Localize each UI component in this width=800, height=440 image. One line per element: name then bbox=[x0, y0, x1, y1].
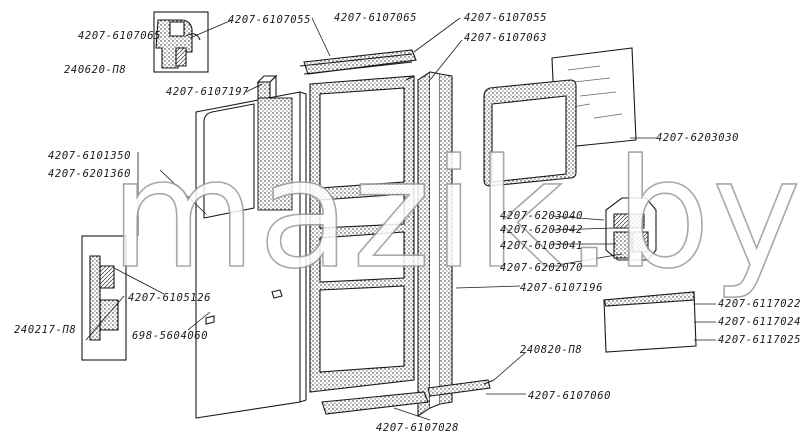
label-240217-p8: 240217-П8 bbox=[14, 324, 77, 336]
label-4207-6105126: 4207-6105126 bbox=[128, 292, 212, 304]
bottom-profile-part bbox=[321, 379, 495, 415]
label-240820-p8: 240820-П8 bbox=[520, 344, 583, 356]
label-4207-6107063: 4207-6107063 bbox=[464, 32, 548, 44]
label-4207-6107065-b: 4207-6107065 bbox=[334, 12, 418, 24]
window-rubber-frame bbox=[483, 79, 577, 187]
label-4207-6107065-a: 4207-6107065 bbox=[78, 30, 162, 42]
top-profile-part bbox=[299, 49, 417, 75]
label-4207-6107060: 4207-6107060 bbox=[528, 390, 612, 402]
watermark-text: mazik.by bbox=[109, 128, 800, 302]
leader-lines bbox=[85, 17, 716, 421]
label-4207-6117025: 4207-6117025 bbox=[718, 334, 800, 346]
label-4207-6107197: 4207-6107197 bbox=[166, 86, 250, 98]
label-4207-6203042: 4207-6203042 bbox=[500, 224, 584, 236]
label-4207-6101350: 4207-6101350 bbox=[48, 150, 132, 162]
right-vertical-seal bbox=[417, 70, 453, 418]
label-4207-6107055-a: 4207-6107055 bbox=[228, 14, 312, 26]
label-4207-6107028: 4207-6107028 bbox=[376, 422, 460, 434]
label-4207-6202070: 4207-6202070 bbox=[500, 262, 584, 274]
label-4207-6107196: 4207-6107196 bbox=[520, 282, 604, 294]
label-698-5604060: 698-5604060 bbox=[132, 330, 209, 342]
detail-window-seal bbox=[605, 197, 657, 261]
label-4207-6117022: 4207-6117022 bbox=[718, 298, 800, 310]
label-4207-6117024: 4207-6117024 bbox=[718, 316, 800, 328]
label-4207-6203030: 4207-6203030 bbox=[656, 132, 740, 144]
label-4207-6103041: 4207-6103041 bbox=[500, 240, 584, 252]
label-4207-6201360: 4207-6201360 bbox=[48, 168, 132, 180]
door-frame bbox=[309, 75, 415, 393]
label-4207-6203040: 4207-6203040 bbox=[500, 210, 584, 222]
side-panel bbox=[603, 291, 697, 353]
label-4207-6107055-b: 4207-6107055 bbox=[464, 12, 548, 24]
door-leaf bbox=[195, 91, 307, 419]
detail-lock-left bbox=[81, 235, 127, 361]
label-240620-p8: 240620-П8 bbox=[64, 64, 127, 76]
detail-seal-top-left bbox=[153, 11, 209, 73]
